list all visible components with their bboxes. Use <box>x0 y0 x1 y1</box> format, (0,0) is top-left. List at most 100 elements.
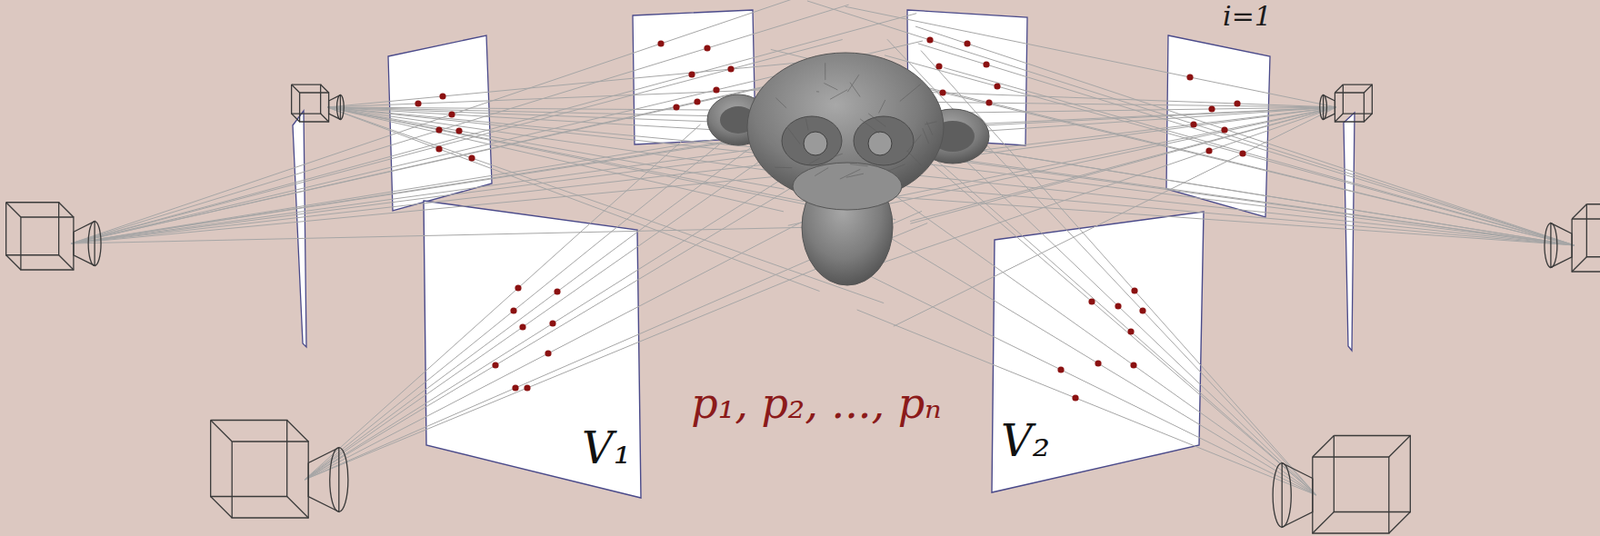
image-point <box>672 103 680 110</box>
image-point <box>468 154 475 161</box>
projection-ray <box>327 107 888 221</box>
facet-edge <box>922 128 930 144</box>
projection-ray <box>327 107 779 156</box>
image-point <box>511 384 519 391</box>
projection-ray <box>70 78 803 244</box>
camera-symbol <box>210 420 349 519</box>
image-point <box>455 127 462 134</box>
projection-ray <box>304 123 871 480</box>
image-point <box>1127 328 1134 335</box>
projection-ray <box>877 117 1317 496</box>
projection-ray <box>327 58 844 108</box>
image-point <box>1130 361 1137 369</box>
projection-ray <box>304 223 928 480</box>
projection-ray <box>880 79 1317 496</box>
camera-symbol <box>1320 84 1373 122</box>
projection-ray <box>327 107 896 220</box>
projection-ray <box>920 50 1317 496</box>
projection-ray <box>327 107 785 190</box>
facet-edge <box>850 82 860 98</box>
projection-ray <box>304 189 866 480</box>
facet-edge <box>788 128 801 145</box>
facet-edge <box>847 74 860 92</box>
facet-edge <box>775 98 787 109</box>
projection-ray <box>866 131 1575 246</box>
sum-index: i=1 <box>1219 1 1276 31</box>
image-point <box>523 384 530 391</box>
camera-symbol <box>1544 204 1600 272</box>
image-point <box>435 126 442 133</box>
projection-ray <box>822 144 1317 496</box>
projection-ray <box>304 151 773 480</box>
image-point <box>1088 298 1095 305</box>
image-point <box>963 40 970 47</box>
projection-ray <box>884 55 1575 246</box>
projection-ray <box>886 107 1337 200</box>
facet-edge <box>924 121 937 125</box>
projection-ray <box>788 87 1337 108</box>
projection-ray <box>327 85 880 108</box>
facet-edge <box>840 169 860 180</box>
facet-edge <box>860 119 880 134</box>
projection-ray <box>70 147 826 244</box>
projection-ray <box>866 107 1337 132</box>
projection-ray <box>327 107 870 120</box>
projection-ray <box>70 13 917 244</box>
image-point <box>553 288 560 295</box>
image-point <box>1130 287 1138 294</box>
camera-symbol <box>6 202 101 270</box>
image-point <box>514 284 521 291</box>
image-point <box>657 40 664 47</box>
facet-edge <box>824 62 826 80</box>
plane-label: V₂ <box>1000 419 1050 463</box>
image-point <box>1190 120 1197 128</box>
image-point <box>1114 302 1121 310</box>
projection-ray <box>327 107 840 181</box>
facet-edge <box>868 113 886 127</box>
image-point <box>1071 394 1079 401</box>
projection-ray <box>70 0 852 244</box>
image-point <box>448 110 455 118</box>
image-point <box>1233 100 1240 107</box>
image-point <box>414 100 421 107</box>
projection-ray <box>304 124 700 480</box>
projection-ray <box>788 107 1337 226</box>
projection-ray <box>886 107 1337 167</box>
facet-edge <box>814 168 829 177</box>
image-point <box>1094 360 1101 367</box>
image-point <box>982 60 990 68</box>
projection-ray <box>920 146 1317 496</box>
projection-ray <box>70 40 843 244</box>
camera-symbol <box>1272 435 1410 534</box>
projection-ray <box>913 162 1575 246</box>
facet-edge <box>805 118 809 130</box>
monkey-head <box>707 52 990 286</box>
facet-edge <box>900 84 921 102</box>
projection-ray <box>70 107 915 244</box>
image-points <box>414 36 1246 401</box>
projection-ray <box>848 193 1575 246</box>
projection-ray <box>893 107 1337 327</box>
image-point <box>435 145 442 152</box>
facet-edge <box>907 134 922 152</box>
facet-edge <box>835 153 843 157</box>
image-point <box>935 62 942 70</box>
image-point <box>939 89 946 96</box>
point-set-label: p₁, p₂, ..., pₙ <box>687 381 945 426</box>
image-plane <box>1166 35 1270 218</box>
projection-ray <box>869 170 1575 246</box>
image-point <box>1208 105 1215 112</box>
image-point <box>1205 147 1212 154</box>
projection-ray <box>910 107 1337 222</box>
projection-ray <box>70 40 923 244</box>
projection-ray <box>822 252 1317 496</box>
projection-ray <box>911 107 1337 160</box>
facet-edge <box>926 121 933 136</box>
image-point <box>712 86 720 93</box>
facet-edge <box>846 173 864 178</box>
projection-ray <box>861 107 1337 270</box>
projection-ray <box>861 148 1575 246</box>
projection-ray <box>910 107 1337 224</box>
